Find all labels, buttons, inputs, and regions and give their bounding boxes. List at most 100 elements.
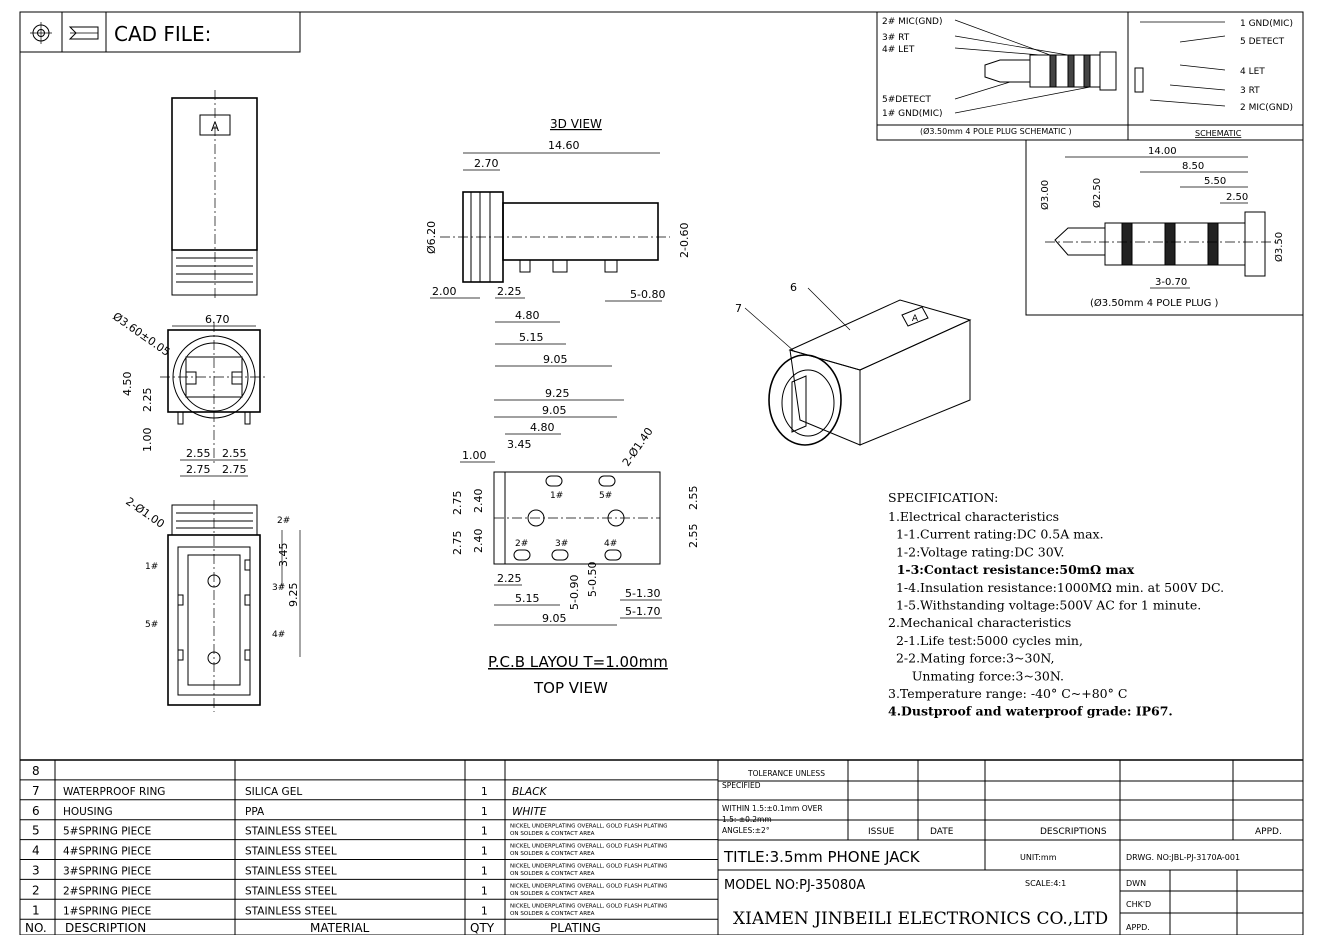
bom-plating: ON SOLDER & CONTACT AREA [510,851,595,857]
dim-2-75-left: 2.75 [186,463,211,476]
bom-qty: 1 [481,866,488,878]
bom-qty: 1 [481,826,488,838]
pin-5-label: 5# [145,620,158,630]
pcb-dim-1-00: 1.00 [462,449,487,462]
specification: SPECIFICATION: 1.Electrical characterist… [888,490,1224,719]
pin-3-label: 3# [272,583,285,593]
appd2-label: APPD. [1126,923,1150,932]
bottom-view: 2-Ø1.00 2# 1# 3# 5# 4# 3.45 9.25 [123,495,301,712]
title-block: TOLERANCE UNLESS SPECIFIED WITHIN 1.5:±0… [718,760,1303,935]
date-label: DATE [930,827,954,837]
bom-plating: BLACK [512,786,548,798]
schem-right-1: 5 DETECT [1240,37,1285,47]
unit-label: UNIT:mm [1020,853,1057,862]
pcb-dim-5-0-50: 5-0.50 [586,562,599,597]
spec-line: 1-1.Current rating:DC 0.5A max. [888,527,1104,542]
bom-plating: ON SOLDER & CONTACT AREA [510,891,595,897]
bom-plating: NICKEL UNDERPLATING OVERALL, GOLD FLASH … [510,903,668,909]
front-view: A [171,90,258,300]
dim-phi-6-20: Ø6.20 [425,221,438,254]
company-name: XIAMEN JINBEILI ELECTRONICS CO.,LTD [733,909,1108,929]
spec-line: 1-4.Insulation resistance:1000MΩ min. at… [888,580,1224,595]
dwn-label: DWN [1126,879,1146,888]
isometric-view: A 6 7 [735,281,972,446]
bom-qty: 1 [481,905,488,917]
pcb-pin-2: 2# [515,539,528,549]
dim-2-75-right: 2.75 [222,463,247,476]
tol-line-4: 1.5: ±0.2mm [722,815,772,824]
pcb-layout: 9.25 9.05 4.80 3.45 1.00 2-Ø1.40 1# 5# 2… [451,387,700,697]
end-view: 6.70 Ø3.60±0.05 4.50 2.25 1.00 2.55 2.55… [110,310,268,477]
plug-dim-phi-2-5: Ø2.50 [1091,178,1103,208]
bom-header-qty: QTY [470,921,495,935]
bom-plating: ON SOLDER & CONTACT AREA [510,911,595,917]
schem-left-3: 5#DETECT [882,95,931,105]
spec-line: Unmating force:3~30N. [888,668,1064,683]
bom-header-mat: MATERIAL [310,921,370,935]
bom-plating: NICKEL UNDERPLATING OVERALL, GOLD FLASH … [510,864,668,870]
bom-desc: 2#SPRING PIECE [63,885,151,897]
pcb-dim-2-40-a: 2.40 [472,489,485,514]
bom-desc: 1#SPRING PIECE [63,905,151,917]
bom-plating: ON SOLDER & CONTACT AREA [510,831,595,837]
tol-line-1: TOLERANCE UNLESS [747,769,825,778]
tol-line-5: ANGLES:±2° [722,826,770,835]
drawing-number: DRWG. NO:JBL-PJ-3170A-001 [1126,853,1240,862]
bom-qty: 1 [481,846,488,858]
plug-schematic: 2# MIC(GND) 3# RT 4# LET 5#DETECT 1# GND… [876,11,1304,141]
pcb-dim-9-05b: 9.05 [542,612,567,625]
pin-2-label: 2# [277,516,290,526]
pcb-dim-5-0-90: 5-0.90 [568,575,581,610]
view-3d-title: 3D VIEW [550,117,602,131]
pcb-pin-4: 4# [604,539,617,549]
bom-no: 6 [32,804,40,818]
drawing-title: TITLE:3.5mm PHONE JACK [723,848,921,866]
pcb-dim-3-45: 3.45 [507,438,532,451]
pcb-dim-2-55-b: 2.55 [687,524,700,549]
spec-line: 3.Temperature range: -40° C~+80° C [888,686,1127,701]
schem-right-2: 4 LET [1240,67,1265,77]
projection-symbol-icon [30,22,99,44]
pcb-pin-5: 5# [599,491,612,501]
pcb-dim-9-05: 9.05 [542,404,567,417]
dim-3-45: 3.45 [277,543,290,568]
dim-2-55-right: 2.55 [222,447,247,460]
callout-6: 6 [790,281,797,294]
dim-2-25: 2.25 [141,388,154,413]
bom-desc: HOUSING [63,806,113,818]
plug-dim-14-00: 14.00 [1148,146,1177,157]
spec-line: 2.Mechanical characteristics [888,615,1071,630]
plug-dimension-view: 14.00 8.50 5.50 2.50 Ø3.00 Ø2.50 Ø3.50 3… [1025,139,1304,316]
pcb-dim-2-40-b: 2.40 [472,529,485,554]
tol-line-3: WITHIN 1.5:±0.1mm OVER [722,804,823,813]
cad-file-label: CAD FILE: [114,22,211,46]
pcb-dim-2-75-b: 2.75 [451,531,464,556]
pcb-dim-5-1-70: 5-1.70 [625,605,660,618]
dim-1-00: 1.00 [141,428,154,453]
dim-9-25: 9.25 [287,583,300,608]
iso-letter: A [912,314,919,324]
front-letter: A [211,120,220,134]
dim-4-50: 4.50 [121,372,134,397]
dim-2-70: 2.70 [474,157,499,170]
issue-label: ISSUE [868,827,895,837]
spec-line: 1.Electrical characteristics [888,509,1059,524]
bom-plating: NICKEL UNDERPLATING OVERALL, GOLD FLASH … [510,883,668,889]
pcb-dim-2-25: 2.25 [497,572,522,585]
bom-no: 2 [32,883,40,897]
pcb-title: P.C.B LAYOU T=1.00mm [488,653,668,671]
pcb-dim-9-25: 9.25 [545,387,570,400]
bom-plating: NICKEL UNDERPLATING OVERALL, GOLD FLASH … [510,824,668,830]
bom-material: PPA [245,806,265,818]
dim-phi-3-60: Ø3.60±0.05 [110,310,172,359]
bom-header-desc: DESCRIPTION [65,921,146,935]
dim-6-70: 6.70 [205,313,230,326]
bom-plating: NICKEL UNDERPLATING OVERALL, GOLD FLASH … [510,844,668,850]
pcb-dim-2-75-a: 2.75 [451,491,464,516]
cad-header: CAD FILE: [19,11,301,53]
sheet-border [19,11,1304,935]
bom-no: 4 [32,844,40,858]
tol-line-2: SPECIFIED [722,781,761,790]
spec-line: 2-2.Mating force:3~30N, [888,651,1055,666]
